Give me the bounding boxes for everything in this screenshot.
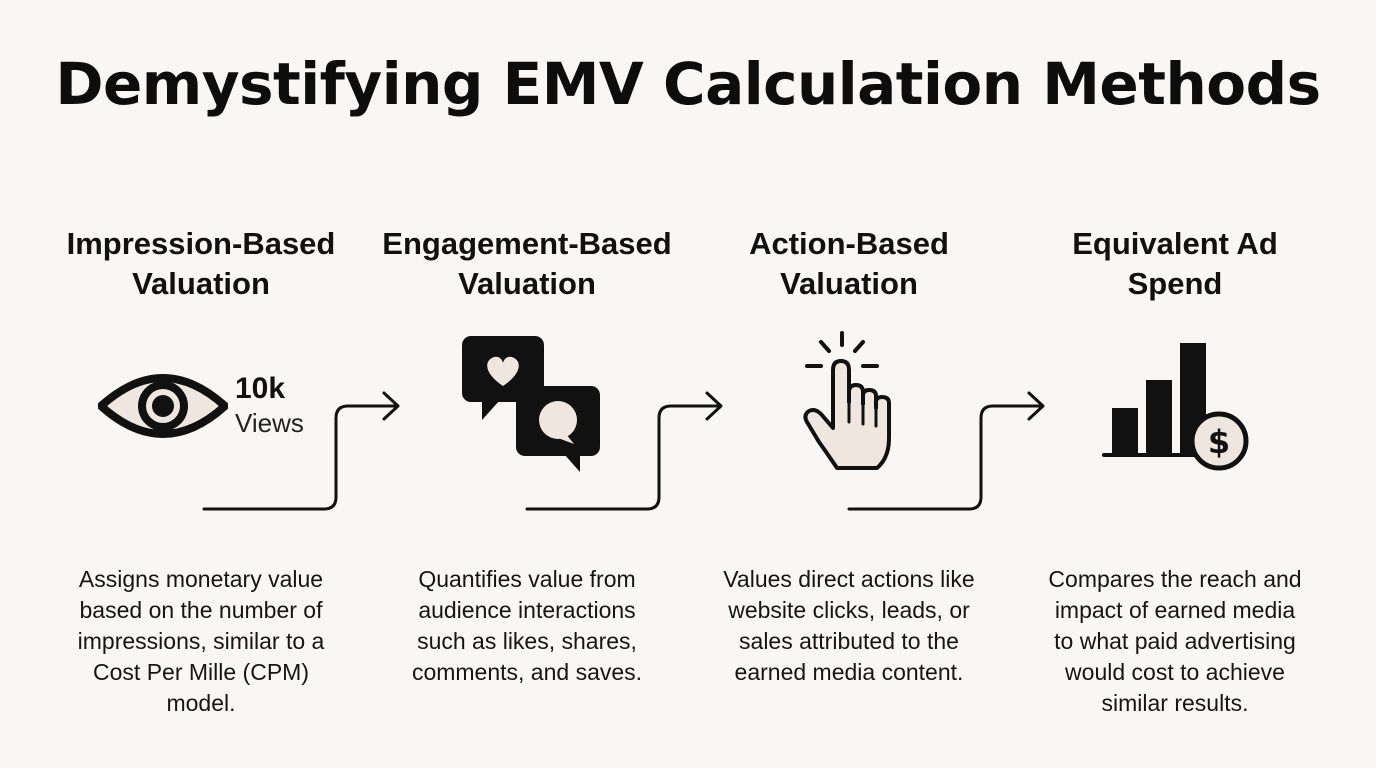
- step-arrow: [525, 391, 723, 511]
- method-engagement: Engagement-Based Valuation Quantifies va…: [372, 0, 682, 768]
- method-heading: Equivalent Ad Spend: [1072, 226, 1278, 301]
- views-label: Views: [235, 408, 304, 438]
- step-arrow: [847, 391, 1045, 511]
- page-title: Demystifying EMV Calculation Methods: [55, 50, 1321, 118]
- svg-text:$: $: [1208, 423, 1230, 461]
- method-description: Quantifies value from audience interacti…: [411, 566, 643, 685]
- method-action: Action-Based Valuation Values direct act…: [694, 0, 1004, 768]
- method-description: Values direct actions like website click…: [723, 566, 975, 685]
- step-arrow: [202, 391, 400, 511]
- bar-chart-dollar-icon: $: [1102, 343, 1249, 471]
- views-count: 10k: [235, 372, 286, 405]
- method-heading: Impression-Based Valuation: [66, 226, 336, 301]
- method-description: Compares the reach and impact of earned …: [1048, 566, 1302, 716]
- method-description: Assigns monetary value based on the numb…: [77, 566, 325, 716]
- pointer-click-icon: [803, 331, 891, 470]
- method-impression: Impression-Based Valuation 10k Views Ass…: [46, 0, 356, 768]
- method-heading: Engagement-Based Valuation: [382, 226, 672, 301]
- method-equivalent-ad-spend: Equivalent Ad Spend $ Compares the reach…: [1020, 0, 1330, 768]
- chat-bubbles-icon: [462, 336, 600, 472]
- eye-icon: [98, 374, 228, 438]
- method-heading: Action-Based Valuation: [749, 226, 949, 301]
